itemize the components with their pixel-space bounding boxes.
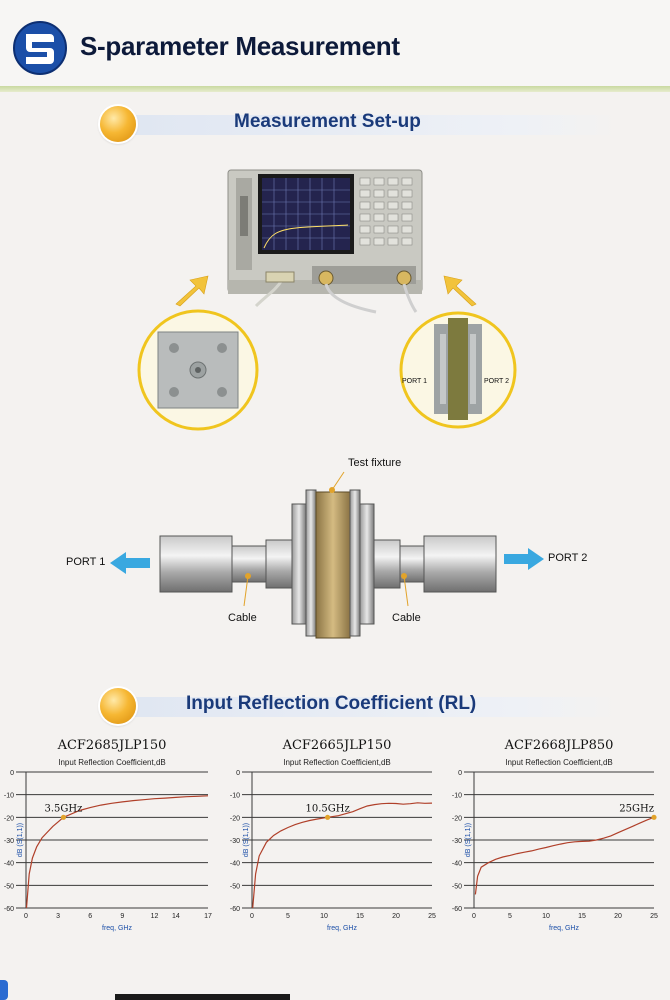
y-axis-label: dB (S(1,1)) — [17, 823, 24, 857]
test-fixture-diagram — [159, 471, 497, 639]
cable-left-label: Cable — [228, 612, 257, 624]
marker-point — [651, 814, 657, 820]
x-tick-label: 14 — [172, 913, 180, 920]
fixture-plate-inset-image — [137, 309, 259, 431]
y-tick-label: -10 — [452, 793, 462, 800]
section-bar — [110, 115, 620, 135]
y-tick-label: -10 — [4, 793, 14, 800]
y-tick-label: 0 — [10, 770, 14, 777]
x-axis-label: freq, GHz — [102, 925, 132, 932]
plot-title: ACF2668JLP850 — [504, 738, 614, 753]
y-tick-label: -60 — [452, 906, 462, 913]
y-tick-label: -50 — [4, 883, 14, 890]
x-axis-label: freq, GHz — [549, 925, 579, 932]
orange-bullet-icon — [100, 688, 136, 724]
rl-plot-1: ACF2685JLP150 Input Reflection Coefficie… — [0, 736, 224, 940]
plot-canvas: 0 -10 -20 -30 -40 -50 -60 0 3 6 9 12 14 17 freq, GHz dB… — [4, 770, 212, 932]
arrow-up-right-icon — [175, 275, 209, 307]
x-tick-label: 0 — [472, 913, 476, 920]
fixture-side-inset-image — [399, 311, 517, 429]
y-axis-label: dB (S(1,1)) — [465, 823, 472, 857]
marker-annotation: 10.5GHz — [305, 803, 349, 814]
x-tick-label: 25 — [650, 913, 658, 920]
cable-right-label: Cable — [392, 612, 421, 624]
rl-plot-2: ACF2665JLP150 Input Reflection Coefficie… — [226, 736, 448, 940]
network-analyzer-image — [227, 169, 423, 314]
port2-label: PORT 2 — [548, 552, 588, 564]
x-tick-label: 25 — [428, 913, 436, 920]
orange-bullet-icon — [100, 106, 136, 142]
header-divider — [0, 86, 670, 92]
arrow-up-left-icon — [443, 275, 477, 307]
rl-curve — [25, 795, 209, 909]
x-tick-label: 10 — [320, 913, 328, 920]
port1-label: PORT 1 — [66, 556, 106, 568]
y-tick-label: -50 — [452, 883, 462, 890]
marker-point — [325, 814, 331, 820]
x-tick-label: 10 — [542, 913, 550, 920]
x-tick-label: 20 — [614, 913, 622, 920]
rl-plot-3: ACF2668JLP850 Input Reflection Coefficie… — [448, 736, 670, 940]
page-title: S-parameter Measurement — [80, 31, 400, 61]
x-tick-label: 20 — [392, 913, 400, 920]
y-tick-label: -10 — [230, 793, 240, 800]
plot-subtitle: Input Reflection Coefficient,dB — [283, 758, 391, 767]
plot-title: ACF2685JLP150 — [57, 738, 167, 753]
plot-subtitle: Input Reflection Coefficient,dB — [505, 758, 613, 767]
section-heading-setup: Measurement Set-up — [100, 106, 620, 142]
test-fixture-label: Test fixture — [348, 457, 402, 469]
section-title: Input Reflection Coefficient (RL) — [186, 693, 477, 714]
y-tick-label: -30 — [452, 838, 462, 845]
rl-curve — [252, 802, 433, 909]
page-header: S-parameter Measurement — [0, 0, 670, 88]
inset-port2-label: PORT 2 — [484, 378, 510, 385]
y-tick-label: -30 — [230, 838, 240, 845]
y-tick-label: -20 — [4, 815, 14, 822]
x-tick-label: 9 — [120, 913, 124, 920]
plot-subtitle: Input Reflection Coefficient,dB — [58, 758, 166, 767]
x-tick-label: 0 — [250, 913, 254, 920]
section-bar — [110, 697, 620, 717]
x-axis-label: freq, GHz — [327, 925, 357, 932]
x-tick-label: 12 — [151, 913, 159, 920]
y-tick-label: -60 — [4, 906, 14, 913]
arrow-left-icon — [110, 552, 150, 574]
x-tick-label: 5 — [286, 913, 290, 920]
y-tick-label: -40 — [4, 861, 14, 868]
x-tick-label: 15 — [356, 913, 364, 920]
x-tick-label: 6 — [88, 913, 92, 920]
y-tick-label: -50 — [230, 883, 240, 890]
plot-title: ACF2665JLP150 — [282, 738, 392, 753]
marker-annotation: 3.5GHz — [45, 803, 83, 814]
x-tick-label: 0 — [24, 913, 28, 920]
y-tick-label: 0 — [458, 770, 462, 777]
page-bottom-bar — [115, 994, 290, 1000]
rl-curve — [474, 816, 655, 895]
marker-annotation: 25GHz — [619, 803, 654, 814]
y-tick-label: -30 — [4, 838, 14, 845]
x-tick-label: 17 — [204, 913, 212, 920]
x-tick-label: 3 — [56, 913, 60, 920]
y-tick-label: 0 — [236, 770, 240, 777]
y-tick-label: -40 — [230, 861, 240, 868]
plot-canvas: 0 -10 -20 -30 -40 -50 -60 0 5 10 15 20 25 freq, GHz dB… — [230, 770, 436, 932]
y-tick-label: -40 — [452, 861, 462, 868]
x-tick-label: 15 — [578, 913, 586, 920]
page-edge-tab — [0, 980, 8, 1000]
plot-canvas: 0 -10 -20 -30 -40 -50 -60 0 5 10 15 20 25 freq, GHz dB… — [452, 770, 658, 932]
company-logo-icon — [13, 21, 67, 75]
inset-port1-label: PORT 1 — [402, 378, 428, 385]
y-tick-label: -20 — [452, 815, 462, 822]
section-heading-rl: Input Reflection Coefficient (RL) — [100, 688, 620, 724]
arrow-right-icon — [504, 548, 544, 570]
section-title: Measurement Set-up — [234, 111, 421, 132]
y-tick-label: -60 — [230, 906, 240, 913]
y-tick-label: -20 — [230, 815, 240, 822]
y-axis-label: dB (S(1,1)) — [243, 823, 250, 857]
marker-point — [60, 814, 67, 820]
x-tick-label: 5 — [508, 913, 512, 920]
